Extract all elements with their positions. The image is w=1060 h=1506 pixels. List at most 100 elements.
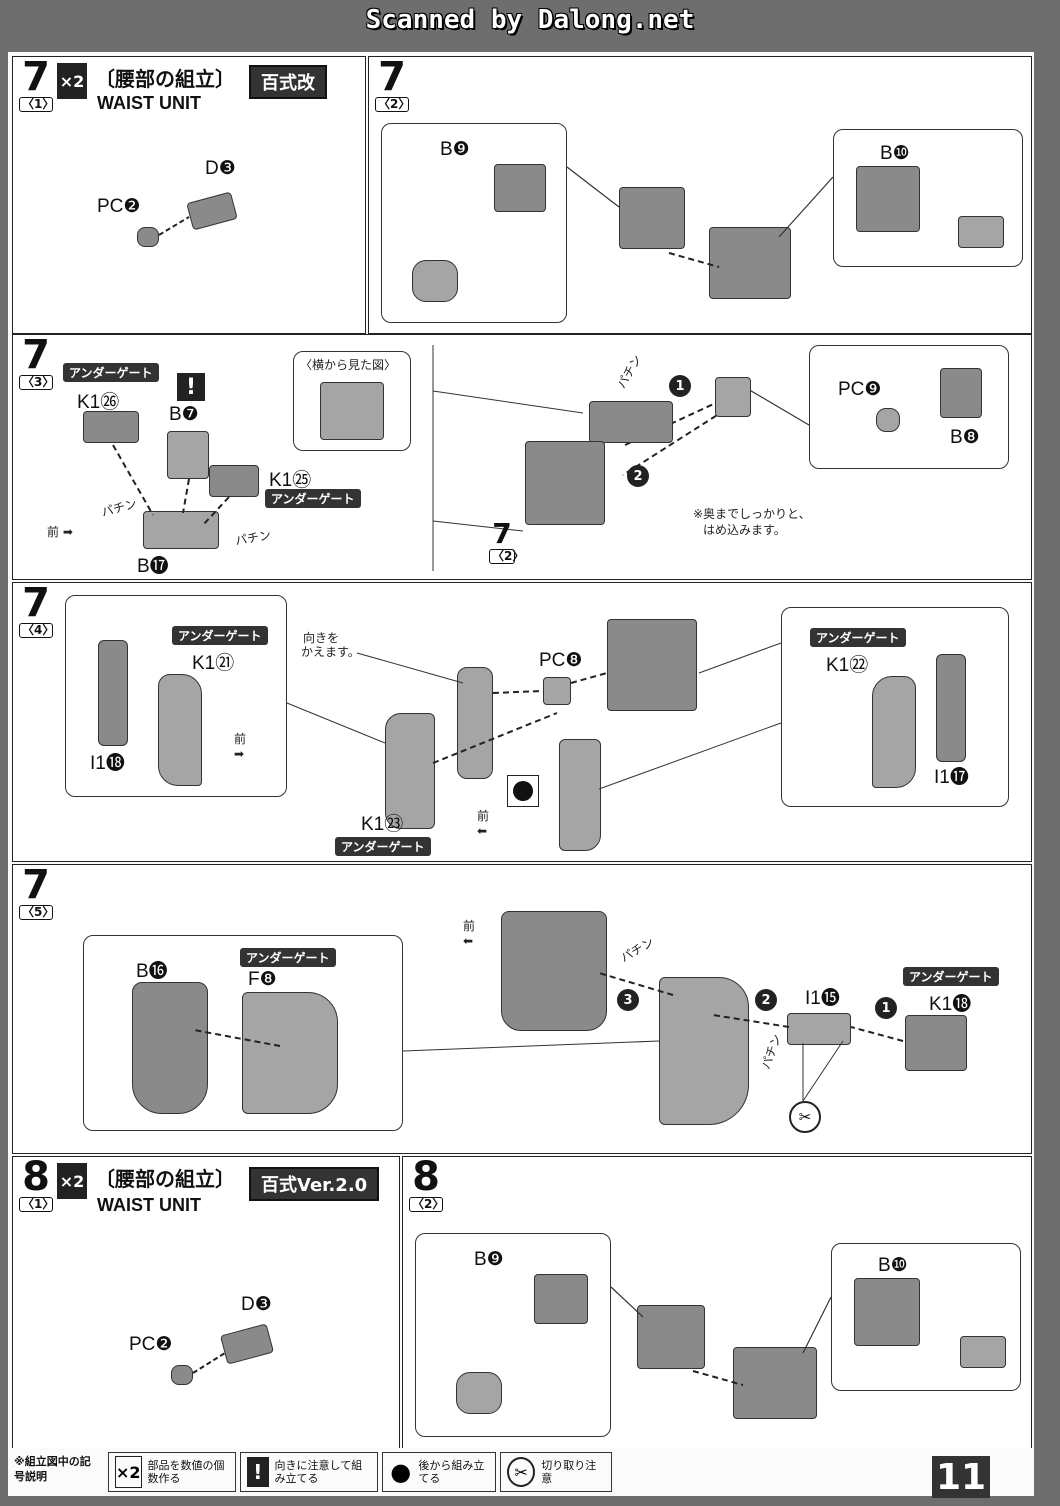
undergate-tag: アンダーゲート [810,628,906,647]
waist-sub-assembly [619,187,685,249]
side-view-box: 〈横から見た図〉 [293,351,411,451]
front-direction: 前⬅ [477,809,490,838]
waist-assembly [607,619,697,711]
waist-assembly [709,227,791,299]
b10-part [854,1278,920,1346]
part-label-b17: B⓱ [137,556,169,577]
b9-part [494,164,546,212]
part-label-pc8: PC❽ [539,650,583,671]
assembly-arrows [112,345,810,571]
k1-22-part [872,676,916,788]
legend-text: 部品を数値の個数作る [147,1459,225,1485]
step-number: 7〈3〉 [19,335,54,390]
step-number: 8〈1〉 [19,1157,54,1212]
detail-box-b9: B❾ [415,1233,611,1437]
undergate-tag-2: アンダーゲート [265,489,361,508]
joint-part [456,1372,502,1414]
step-7-1-panel: 7〈1〉 ×2 〔腰部の組立〕 百式改 WAIST UNIT D❸ PC❷ [12,56,366,334]
b16-part [132,982,208,1114]
k1-21-part [158,674,202,786]
assemble-later-icon: ● [390,1458,412,1486]
order-marker-2: 2 [627,465,649,487]
part-label-b7: B❼ [169,404,199,425]
front-label: 前 [47,525,60,539]
part-label-b9: B❾ [440,139,470,160]
legend-text: 後から組み立てる [418,1459,485,1485]
part-label-k1-26: K1㉖ [77,392,120,413]
k1-23-part [385,713,435,829]
detail-box-pc9: PC❾ B❽ [809,345,1009,469]
rotate-note-2: かえます。 [301,645,360,659]
joint-part [412,260,458,302]
i1-18-part [98,640,128,746]
waist-frame-part [589,401,673,443]
assemble-later-icon [507,775,539,807]
caution-icon: ! [177,373,205,401]
order-marker-1: 1 [875,997,897,1019]
step-number: 7〈2〉 [375,57,410,112]
manual-page: 7〈1〉 ×2 〔腰部の組立〕 百式改 WAIST UNIT D❸ PC❷ 7〈… [8,52,1034,1492]
part-label-i1-15: I1⓯ [805,988,840,1009]
pc8-part [543,677,571,705]
note-line-2: はめ込みます。 [703,523,786,537]
pc9-part [876,408,900,432]
front-direction: 前 ➡ [47,525,73,539]
cut-caution-icon: ✂ [789,1101,821,1133]
k1-18-part [905,1015,967,1071]
part-label-d3: D❸ [205,158,236,179]
section-title-jp: 〔腰部の組立〕 [95,1167,235,1191]
detail-box-right: アンダーゲート K1㉒ I1⓱ [781,607,1009,807]
b17-part [143,511,219,549]
skirt-side-part [559,739,601,851]
part-label-pc2: PC❷ [97,196,141,217]
k1-26-part [83,411,139,443]
side-view-label: 〈横から見た図〉 [300,358,397,372]
scan-credit-banner: Scanned by Dalong.net [0,0,1060,40]
section-title-jp: 〔腰部の組立〕 [95,67,235,91]
undergate-tag: アンダーゲート [63,363,159,382]
assembly-arrows [610,1286,832,1386]
legend-title: ※組立図中の記号説明 [14,1455,91,1483]
assembly-arrows [402,972,904,1102]
pc-part [960,1336,1006,1368]
joint-part [715,377,751,417]
assembly-arrows [566,166,834,268]
step-number: 7〈4〉 [19,583,54,638]
part-label-pc2: PC❷ [129,1334,173,1355]
step-8-1-panel: 8〈1〉 ×2 〔腰部の組立〕 百式Ver.2.0 WAIST UNIT D❸ … [12,1156,400,1450]
undergate-tag: アンダーゲート [172,626,268,645]
part-label-b10: B❿ [880,143,910,164]
b8-part [940,368,982,418]
step-7-5-panel: 7〈5〉 B⓰ アンダーゲート F❽ 前⬅ パチン 3 2 パチン I1⓯ 1 … [12,864,1032,1154]
step-7-2-panel: 7〈2〉 B❾ B❿ [368,56,1032,334]
part-label-k1-18: K1⓲ [929,994,972,1015]
part-label-f8: F❽ [248,969,277,990]
undergate-tag: アンダーゲート [335,837,431,856]
i1-17-part [936,654,966,762]
step-number: 7〈5〉 [19,865,54,920]
detail-box-left: アンダーゲート K1㉑ I1⓲ 前➡ [65,595,287,797]
legend-item-multiply: ×2 部品を数値の個数作る [108,1452,236,1492]
i1-15-part [787,1013,851,1045]
scan-credit: Scanned by Dalong.net [365,5,695,35]
note-line-1: ※奥までしっかりと、 [693,507,811,521]
skirt-front-part [457,667,493,779]
detail-box-b9: B❾ [381,123,567,323]
part-label-i1-18: I1⓲ [90,753,125,774]
order-marker-1: 1 [669,375,691,397]
variant-badge: 百式改 [249,65,327,99]
step-number: 7〈1〉 [19,57,54,112]
multiplier-badge: ×2 [57,63,87,99]
front-label: 前 [463,919,476,933]
part-label-pc9: PC❾ [838,379,882,400]
waist-sub-assembly [637,1305,705,1369]
part-label-k1-25: K1㉕ [269,470,312,491]
pc2-part [137,227,159,247]
part-label-i1-17: I1⓱ [934,767,969,788]
part-label-b16: B⓰ [136,961,168,982]
page-number: 11 [932,1456,990,1498]
detail-box-b10: B❿ [831,1243,1021,1391]
symbol-legend: ※組立図中の記号説明 ×2 部品を数値の個数作る ! 向きに注意して組み立てる … [8,1448,1034,1496]
front-label: 前 [234,732,247,746]
assembly-arrow [193,1029,281,1047]
